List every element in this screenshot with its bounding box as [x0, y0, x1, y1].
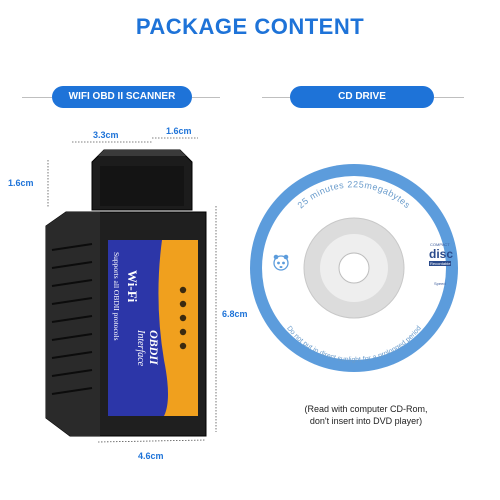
- cd-logo-disc: disc: [429, 247, 453, 261]
- cd-logo-compact: COMPACT: [430, 242, 450, 247]
- cd-note-line-1: (Read with computer CD-Rom,: [304, 404, 428, 414]
- cd-center-hole: [338, 252, 370, 284]
- status-led: [179, 314, 187, 322]
- connector-socket: [100, 166, 184, 206]
- scanner-label: WIFI OBD II SCANNER: [52, 86, 192, 108]
- dimension-top-b: 1.6cm: [166, 126, 192, 136]
- cd-logo-speed: Speed: [434, 281, 446, 286]
- cd-logo-recordable: Recordable: [430, 261, 451, 266]
- panda-logo-icon: [273, 254, 289, 271]
- sticker-text-interface: Interface: [135, 329, 146, 367]
- sticker-text-obd: OBDII: [147, 330, 161, 366]
- status-led: [179, 328, 187, 336]
- cd-usage-note: (Read with computer CD-Rom, don't insert…: [276, 403, 456, 427]
- obd-scanner-device: Wi-Fi Supports all OBDII protocols OBDII…: [45, 149, 207, 437]
- dimension-right: 6.8cm: [222, 309, 248, 319]
- cd-label: CD DRIVE: [290, 86, 434, 108]
- cd-note-line-2: don't insert into DVD player): [309, 416, 423, 426]
- dimension-bottom: 4.6cm: [138, 451, 164, 461]
- dimension-top-a: 3.3cm: [93, 130, 119, 140]
- cd-disc: 25 minutes 225megabytes Do not put in di…: [250, 164, 458, 372]
- status-led: [179, 300, 187, 308]
- sticker-text-protocols: Supports all OBDII protocols: [112, 252, 121, 341]
- left-divider-line: [22, 97, 52, 98]
- left-divider-line: [192, 97, 220, 98]
- status-led: [179, 286, 187, 294]
- compact-disc-logo: COMPACT disc Recordable Speed: [429, 242, 453, 286]
- right-divider-line: [434, 97, 464, 98]
- dimension-left: 1.6cm: [8, 178, 34, 188]
- right-divider-line: [262, 97, 290, 98]
- sticker-text-wifi: Wi-Fi: [125, 270, 140, 303]
- page-title: PACKAGE CONTENT: [135, 14, 365, 39]
- dimension-lines: [47, 137, 217, 443]
- device-sticker: Wi-Fi Supports all OBDII protocols OBDII…: [108, 240, 198, 416]
- side-ridges: [51, 243, 93, 395]
- status-led: [179, 342, 187, 350]
